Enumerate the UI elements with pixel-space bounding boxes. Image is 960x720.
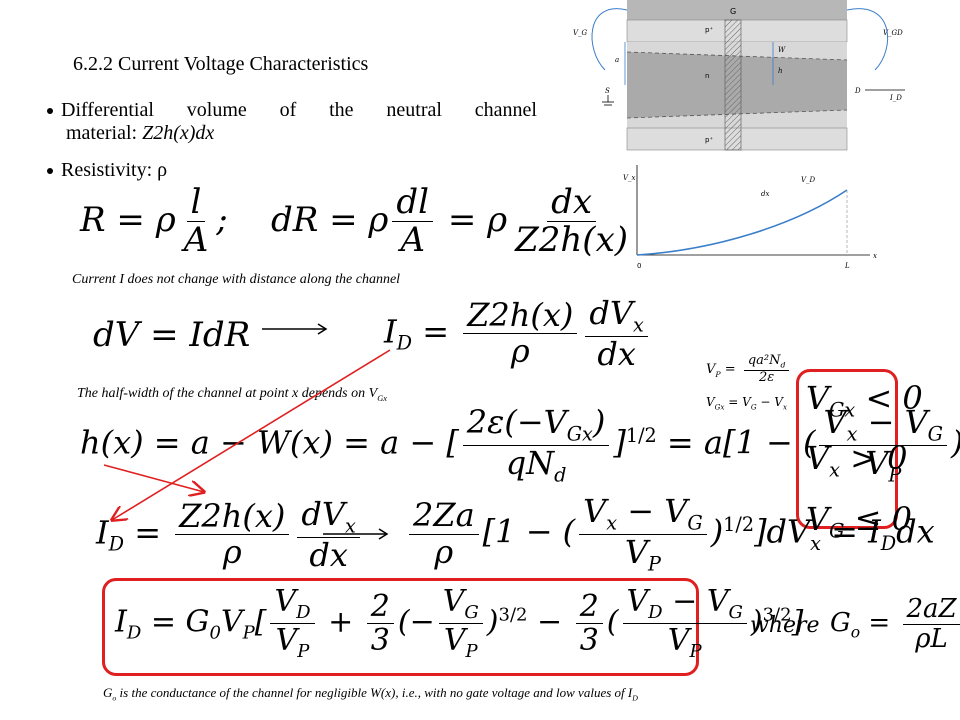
- final-result-box: [102, 578, 699, 676]
- condition-vx: Vx > 0: [806, 439, 908, 482]
- vx-curve: [636, 189, 848, 256]
- label-vgd: V_GD: [883, 29, 903, 37]
- word: channel: [474, 99, 537, 121]
- red-arrow-h-to-id: [103, 464, 204, 492]
- bullet-differential-volume: Differential volume of the neutral chann…: [47, 99, 537, 145]
- conditions-list: VGx < 0 Vx > 0 VG ≤ 0: [806, 374, 923, 555]
- red-arrow-id-to-id: [112, 349, 391, 520]
- vg-arc: [591, 8, 628, 71]
- halfwidth-equation: h(x) = a − W(x) = a − [2ε(−VGx)qNd]1/2 =…: [80, 405, 960, 485]
- condition-vg: VG ≤ 0: [806, 499, 912, 543]
- label-vg: V_G: [573, 29, 588, 37]
- section-title: 6.2.2 Current Voltage Characteristics: [73, 53, 369, 75]
- condition-vgx: VGx < 0: [806, 379, 923, 422]
- label-vx: V_x: [623, 174, 636, 182]
- volume-expression: Z2h(x)dx: [142, 122, 215, 144]
- bullet-line-2: material: Z2h(x)dx: [47, 122, 537, 145]
- label-d: D: [854, 87, 861, 95]
- label-l: L: [844, 262, 850, 270]
- implies-arrow-1: [262, 323, 328, 335]
- label-id: I_D: [889, 94, 902, 102]
- voltage-drop-equation: dV = IdR: [93, 315, 251, 355]
- label-g: G: [730, 7, 736, 16]
- bullet-line-1: Differential volume of the neutral chann…: [47, 99, 537, 122]
- rho-symbol: ρ: [157, 159, 168, 181]
- conditions-box: [796, 369, 898, 529]
- where-label: where: [750, 613, 820, 638]
- label-n: n: [705, 72, 709, 80]
- label-vd: V_D: [801, 176, 816, 184]
- vgd-arc: [846, 8, 889, 71]
- note-conductance: Go is the conductance of the channel for…: [103, 685, 638, 703]
- word: neutral: [386, 99, 442, 121]
- label-x: x: [873, 252, 877, 260]
- word: of: [279, 99, 297, 121]
- note-current-constant: Current I does not change with distance …: [72, 272, 401, 287]
- label-pplus-bot: p⁺: [705, 136, 713, 144]
- vgx-definition: VGx = VG − Vx: [706, 395, 787, 412]
- slice-dx: [724, 19, 742, 151]
- label-w: W: [778, 46, 786, 54]
- label-pplus-top: p⁺: [705, 26, 713, 34]
- note-halfwidth: The half-width of the channel at point x…: [77, 386, 387, 403]
- material-label: material:: [66, 122, 143, 144]
- jfet-device-figure: G p⁺ n W h a p⁺ S D I_D V_G V_GD y x z V…: [573, 0, 905, 270]
- implies-arrow-2: [323, 528, 389, 540]
- gate-top: [627, 0, 847, 20]
- label-a: a: [615, 56, 619, 64]
- resistivity-label: Resistivity:: [61, 159, 158, 181]
- label-zero: 0: [637, 262, 641, 270]
- word: the: [329, 99, 354, 121]
- label-s: S: [605, 87, 610, 95]
- bullet-dot: Differential: [47, 99, 154, 122]
- label-h: h: [778, 67, 783, 75]
- bullet-resistivity: Resistivity: ρ: [47, 159, 167, 182]
- label-dx: dx: [761, 190, 769, 198]
- word: volume: [186, 99, 247, 121]
